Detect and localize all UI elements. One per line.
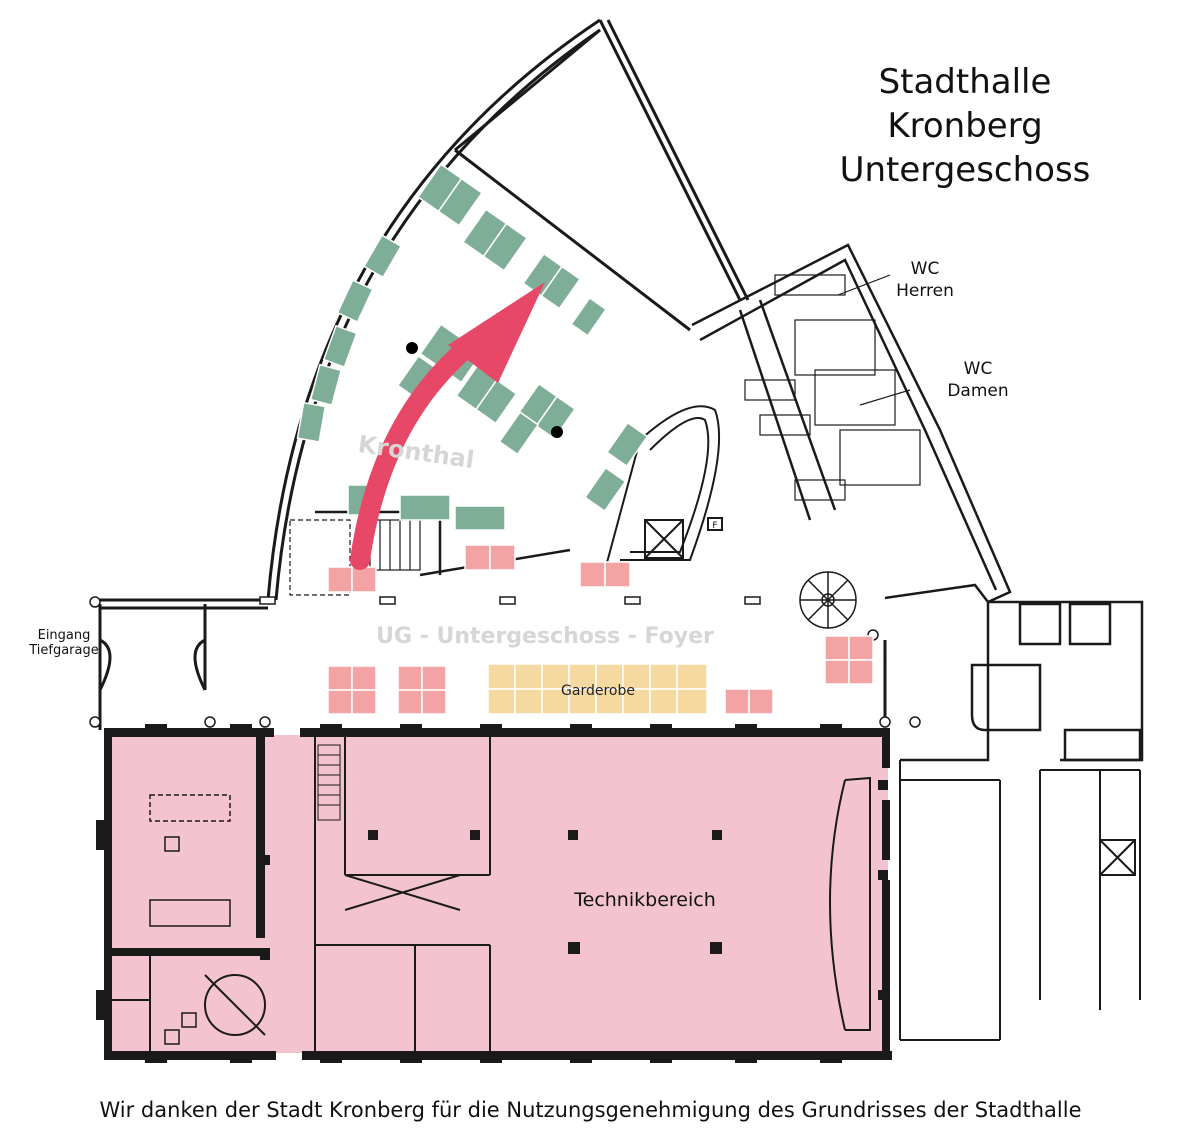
room-label-technik: Technikbereich xyxy=(573,889,715,911)
garderobe-counter xyxy=(487,663,708,715)
wc-wing xyxy=(691,243,1012,604)
entrance-line2: Tiefgarage xyxy=(29,643,99,658)
foyer-walls xyxy=(98,598,887,730)
direction-arrow-head xyxy=(448,282,545,383)
basement-stairs xyxy=(317,744,341,821)
wc-herren-line2: Herren xyxy=(896,281,954,301)
plan-title-line2: Kronberg xyxy=(887,106,1043,146)
direction-arrow xyxy=(350,335,480,570)
marker-dot xyxy=(406,342,418,354)
wc-damen-label: WC Damen xyxy=(945,358,1011,402)
credit-caption: Wir danken der Stadt Kronberg für die Nu… xyxy=(99,1098,1082,1122)
wc-herren-label: WC Herren xyxy=(895,258,955,302)
plan-title-line1: Stadthalle xyxy=(878,62,1052,102)
spiral-stair xyxy=(799,571,857,629)
room-label-garderobe: Garderobe xyxy=(561,683,635,699)
wc-herren-line1: WC xyxy=(910,259,940,279)
foyer-tables xyxy=(327,544,874,715)
wc-damen-line2: Damen xyxy=(947,381,1009,401)
foyer-columns xyxy=(89,596,921,728)
room-label-foyer: UG - Untergeschoss - Foyer xyxy=(376,624,714,649)
right-lower-block xyxy=(884,583,1144,762)
plan-title-line3: Untergeschoss xyxy=(839,150,1091,190)
entrance-line1: Eingang xyxy=(37,628,91,643)
elevator-mark: F xyxy=(712,521,717,531)
technik-equipment xyxy=(149,794,231,1045)
technik-area xyxy=(110,735,888,1053)
basement-walls xyxy=(96,724,892,1063)
wc-fixtures xyxy=(744,274,921,501)
elevator-core xyxy=(604,405,723,571)
right-far-wing xyxy=(899,760,1141,1041)
entrance-label: Eingang Tiefgarage xyxy=(22,628,106,658)
marker-dot xyxy=(551,426,563,438)
plan-title: Stadthalle Kronberg Untergeschoss xyxy=(830,60,1100,192)
wc-damen-line1: WC xyxy=(963,359,993,379)
basement-inner-walls xyxy=(110,737,871,1051)
kronthal-tables xyxy=(296,163,649,531)
